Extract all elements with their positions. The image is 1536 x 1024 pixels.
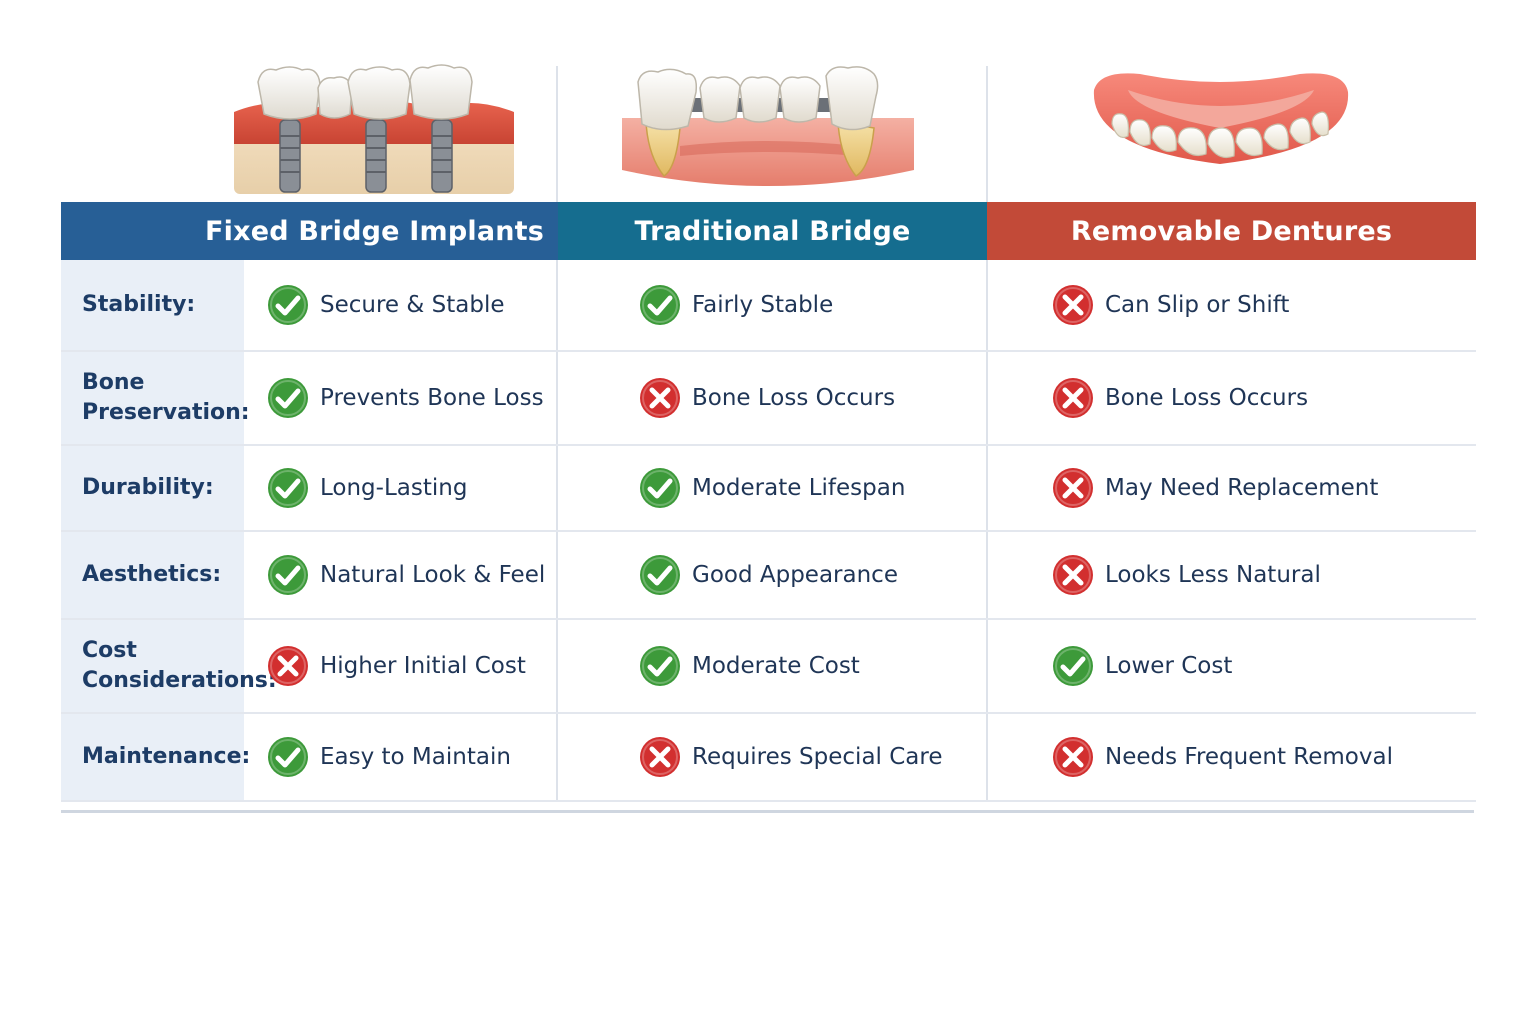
cross-icon <box>266 644 310 688</box>
checkmark-icon <box>266 466 310 510</box>
checkmark-icon <box>638 644 682 688</box>
table-cell: Prevents Bone Loss <box>244 352 558 444</box>
cross-icon <box>638 376 682 420</box>
table-row: Maintenance: Easy to Maintain Requires Spe… <box>61 714 1476 802</box>
checkmark-icon <box>638 283 682 327</box>
table-cell: Moderate Lifespan <box>558 446 987 530</box>
table-cell: Bone Loss Occurs <box>987 352 1476 444</box>
table-row: Durability: Long-Lasting Moderate Lifespan… <box>61 446 1476 532</box>
table-cell: Long-Lasting <box>244 446 558 530</box>
header-removable-dentures: Removable Dentures <box>987 202 1476 260</box>
cell-text: Higher Initial Cost <box>320 653 526 679</box>
row-label: Bone Preservation: <box>61 352 250 444</box>
checkmark-icon <box>638 466 682 510</box>
cross-icon <box>1051 283 1095 327</box>
table-cell: May Need Replacement <box>987 446 1476 530</box>
table-cell: Natural Look & Feel <box>244 532 558 618</box>
traditional-bridge-icon <box>608 52 928 202</box>
cell-text: Good Appearance <box>692 562 898 588</box>
cell-text: Bone Loss Occurs <box>692 385 896 411</box>
row-label: Aesthetics: <box>61 532 244 618</box>
cell-text: May Need Replacement <box>1105 475 1379 501</box>
table-cell: Good Appearance <box>558 532 987 618</box>
cross-icon <box>1051 466 1095 510</box>
cell-text: Natural Look & Feel <box>320 562 546 588</box>
cell-text: Fairly Stable <box>692 292 834 318</box>
table-row: Cost Considerations: Higher Initial Cost M… <box>61 620 1476 714</box>
table-cell: Fairly Stable <box>558 260 987 350</box>
checkmark-icon <box>266 283 310 327</box>
cell-text: Moderate Lifespan <box>692 475 906 501</box>
checkmark-icon <box>638 553 682 597</box>
header-fixed-bridge-implants: Fixed Bridge Implants <box>61 202 558 260</box>
checkmark-icon <box>266 553 310 597</box>
table-cell: Needs Frequent Removal <box>987 714 1476 800</box>
comparison-table: Fixed Bridge Implants Traditional Bridge… <box>61 202 1476 813</box>
column-divider <box>986 66 988 800</box>
column-divider <box>556 66 558 800</box>
table-bottom-rule <box>61 810 1474 813</box>
cell-text: Bone Loss Occurs <box>1105 385 1309 411</box>
row-label: Cost Considerations: <box>61 620 277 712</box>
row-label: Stability: <box>61 260 244 350</box>
cell-text: Requires Special Care <box>692 744 943 770</box>
table-cell: Lower Cost <box>987 620 1476 712</box>
checkmark-icon <box>266 376 310 420</box>
table-row: Aesthetics: Natural Look & Feel Good Appea… <box>61 532 1476 620</box>
table-cell: Secure & Stable <box>244 260 558 350</box>
checkmark-icon <box>266 735 310 779</box>
cell-text: Needs Frequent Removal <box>1105 744 1393 770</box>
header-traditional-bridge: Traditional Bridge <box>558 202 987 260</box>
dental-implant-bridge-icon <box>214 52 534 202</box>
row-label: Maintenance: <box>61 714 250 800</box>
checkmark-icon <box>1051 644 1095 688</box>
removable-denture-icon <box>1060 52 1380 202</box>
table-cell: Looks Less Natural <box>987 532 1476 618</box>
cross-icon <box>1051 376 1095 420</box>
cell-text: Moderate Cost <box>692 653 860 679</box>
cross-icon <box>1051 553 1095 597</box>
cross-icon <box>1051 735 1095 779</box>
table-cell: Moderate Cost <box>558 620 987 712</box>
table-body: Stability: Secure & Stable Fairly Stable Ca… <box>61 260 1476 802</box>
table-row: Stability: Secure & Stable Fairly Stable Ca… <box>61 260 1476 352</box>
table-cell: Easy to Maintain <box>244 714 558 800</box>
table-cell: Can Slip or Shift <box>987 260 1476 350</box>
cell-text: Prevents Bone Loss <box>320 385 544 411</box>
cell-text: Lower Cost <box>1105 653 1233 679</box>
table-cell: Requires Special Care <box>558 714 987 800</box>
table-header: Fixed Bridge Implants Traditional Bridge… <box>61 202 1476 260</box>
table-cell: Higher Initial Cost <box>244 620 558 712</box>
cell-text: Can Slip or Shift <box>1105 292 1290 318</box>
cell-text: Easy to Maintain <box>320 744 511 770</box>
table-cell: Bone Loss Occurs <box>558 352 987 444</box>
table-row: Bone Preservation: Prevents Bone Loss Bone… <box>61 352 1476 446</box>
cell-text: Looks Less Natural <box>1105 562 1321 588</box>
cell-text: Secure & Stable <box>320 292 505 318</box>
row-label: Durability: <box>61 446 244 530</box>
cross-icon <box>638 735 682 779</box>
cell-text: Long-Lasting <box>320 475 468 501</box>
